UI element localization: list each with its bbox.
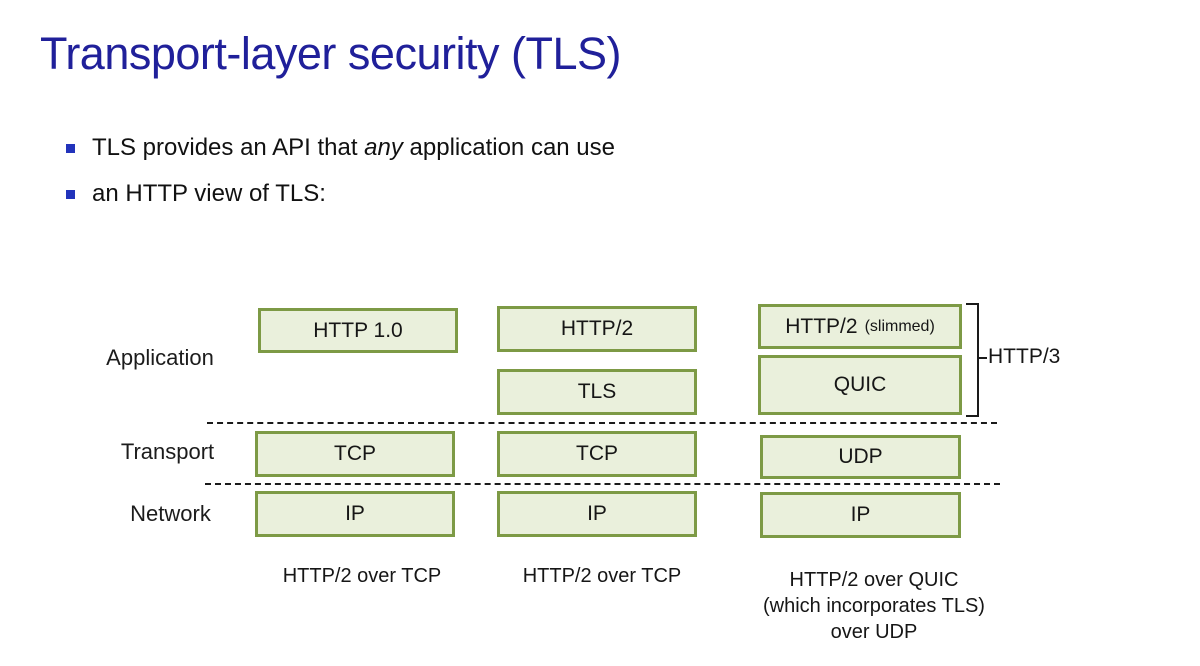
layer-label-application: Application	[106, 345, 214, 370]
protocol-box-http2: HTTP/2	[497, 306, 697, 352]
protocol-box-label: TLS	[577, 380, 617, 403]
caption-right-line3: over UDP	[830, 621, 918, 643]
http3-label: HTTP/3	[988, 345, 1061, 368]
bullet-square-icon	[66, 190, 75, 199]
bullet-square-icon	[66, 144, 75, 153]
protocol-box-label: HTTP/2	[785, 314, 858, 338]
bullet-text: an HTTP view of TLS:	[92, 180, 326, 207]
protocol-box-tcp-left: TCP	[255, 431, 455, 477]
caption-mid: HTTP/2 over TCP	[522, 565, 682, 587]
protocol-box-label: TCP	[576, 442, 618, 465]
http3-bracket	[966, 303, 987, 417]
protocol-box-label: IP	[850, 503, 871, 526]
bullet-item-tls-api: TLS provides an API that any application…	[66, 131, 826, 164]
protocol-box-ip-left: IP	[255, 491, 455, 537]
protocol-box-quic: QUIC	[758, 355, 962, 415]
bullet-text: TLS provides an API that	[92, 134, 365, 161]
caption-left: HTTP/2 over TCP	[282, 565, 442, 587]
protocol-box-label: TCP	[334, 442, 376, 465]
bullet-text-emphasis: any	[364, 134, 403, 161]
caption-right-line2: (which incorporates TLS)	[763, 595, 985, 617]
bullet-item-http-view: an HTTP view of TLS:	[66, 177, 826, 210]
bullet-text: application can use	[402, 134, 616, 161]
protocol-box-label: HTTP/2	[560, 317, 634, 340]
protocol-box-ip-mid: IP	[497, 491, 697, 537]
protocol-box-http2-slimmed: HTTP/2 (slimmed)	[758, 304, 962, 349]
protocol-box-udp: UDP	[760, 435, 961, 479]
protocol-box-label: IP	[345, 502, 365, 525]
protocol-box-tls: TLS	[497, 369, 697, 415]
protocol-box-tcp-mid: TCP	[497, 431, 697, 477]
protocol-box-label: UDP	[838, 445, 883, 468]
protocol-box-label: IP	[587, 502, 607, 525]
layer-divider-transport-network	[205, 483, 1000, 485]
slide-title: Transport-layer security (TLS)	[40, 28, 621, 79]
bullet-list: TLS provides an API that any application…	[66, 131, 826, 223]
protocol-box-http10: HTTP 1.0	[258, 308, 458, 353]
layer-label-transport: Transport	[120, 439, 215, 464]
protocol-box-note: (slimmed)	[864, 317, 935, 335]
caption-right-line1: HTTP/2 over QUIC	[789, 569, 959, 591]
layer-label-network: Network	[130, 501, 211, 526]
protocol-box-ip-right: IP	[760, 492, 961, 538]
caption-right: HTTP/2 over QUIC (which incorporates TLS…	[744, 567, 1004, 645]
layer-divider-app-transport	[207, 422, 997, 424]
protocol-box-label: HTTP 1.0	[313, 318, 403, 342]
protocol-box-label: QUIC	[833, 373, 887, 396]
